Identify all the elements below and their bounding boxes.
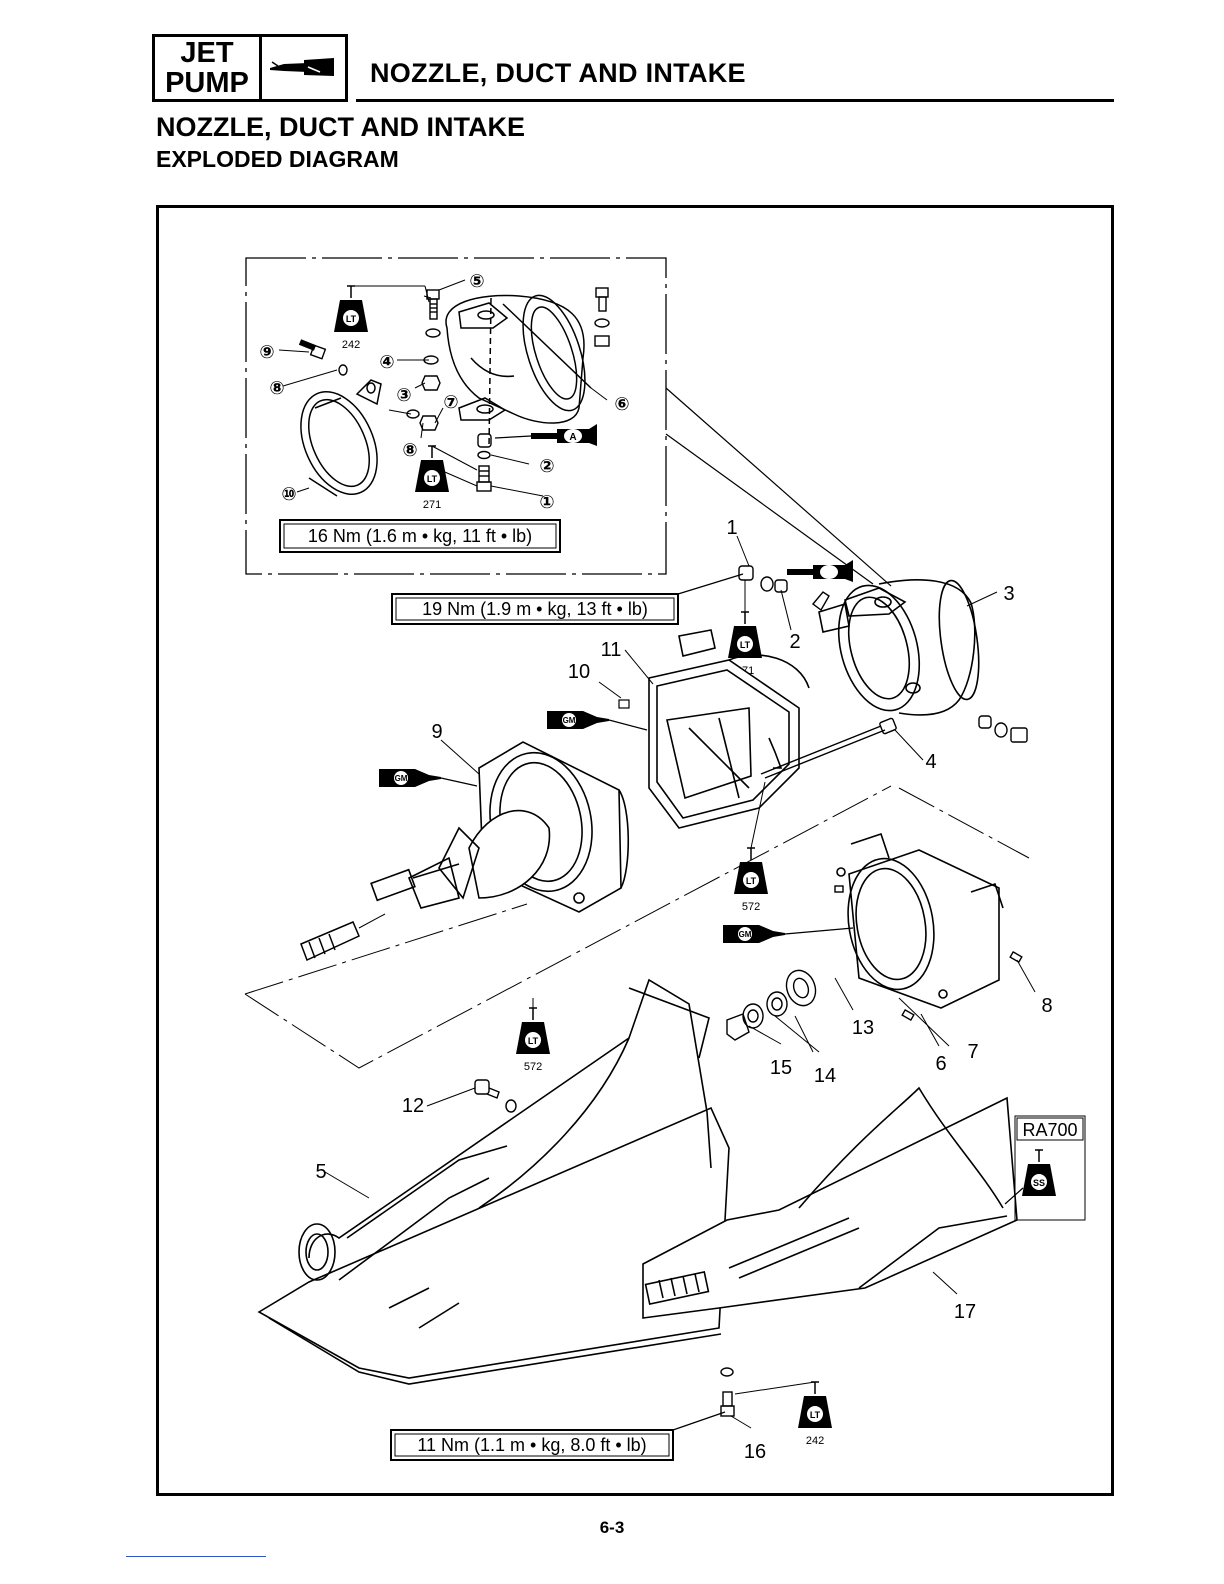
gm-symbol-duct: GM bbox=[547, 711, 609, 729]
section-label-line2: PUMP bbox=[165, 68, 249, 98]
part-label-12: 12 bbox=[402, 1095, 424, 1117]
part-nozzle bbox=[819, 576, 985, 719]
a-grease-symbol-nozzle: A bbox=[787, 560, 853, 582]
torque-spec-intake: 11 Nm (1.1 m • kg, 8.0 ft • lb) bbox=[391, 1430, 673, 1460]
part-label-11: 11 bbox=[601, 639, 622, 661]
svg-text:LT: LT bbox=[346, 314, 357, 324]
part-intake-duct bbox=[259, 980, 729, 1384]
svg-text:572: 572 bbox=[742, 901, 760, 913]
svg-text:11 Nm (1.1 m • kg, 8.0 ft • lb: 11 Nm (1.1 m • kg, 8.0 ft • lb) bbox=[417, 1435, 646, 1455]
lt-symbol-242-detail: LT 242 bbox=[334, 286, 368, 351]
detail-callout-9: ⑨ bbox=[259, 342, 274, 362]
lt-symbol-572-intake: LT 572 bbox=[516, 1008, 550, 1073]
part-label-4: 4 bbox=[925, 751, 936, 773]
page-subtitle: EXPLODED DIAGRAM bbox=[156, 146, 399, 173]
part-intake-housing bbox=[837, 834, 1003, 1008]
svg-text:GM: GM bbox=[563, 716, 576, 725]
ss-symbol: SS bbox=[1022, 1150, 1056, 1196]
svg-text:242: 242 bbox=[806, 1435, 824, 1447]
svg-text:19 Nm (1.9 m • kg, 13 ft • lb): 19 Nm (1.9 m • kg, 13 ft • lb) bbox=[422, 599, 648, 619]
detail-callout-5: ⑤ bbox=[469, 271, 484, 291]
svg-text:572: 572 bbox=[524, 1061, 542, 1073]
part-label-17: 17 bbox=[954, 1301, 976, 1323]
svg-text:GM: GM bbox=[739, 930, 752, 939]
lt-symbol-242-grate: LT 242 bbox=[798, 1382, 832, 1447]
section-badge: JET PUMP bbox=[152, 34, 348, 102]
detail-callout-10: ⑩ bbox=[281, 484, 296, 504]
svg-text:242: 242 bbox=[342, 339, 360, 351]
detail-callout-8a: ⑧ bbox=[269, 378, 284, 398]
detail-callout-6: ⑥ bbox=[614, 394, 629, 414]
section-label-line1: JET bbox=[180, 38, 233, 68]
lt-symbol-572-bolt: LT 572 bbox=[734, 848, 768, 913]
part-label-3: 3 bbox=[1003, 583, 1014, 605]
part-label-8: 8 bbox=[1041, 995, 1052, 1017]
part-label-6: 6 bbox=[935, 1053, 946, 1075]
svg-text:16 Nm (1.6 m • kg, 11 ft • lb): 16 Nm (1.6 m • kg, 11 ft • lb) bbox=[308, 526, 532, 546]
detail-callout-7: ⑦ bbox=[443, 392, 458, 412]
part-label-5: 5 bbox=[315, 1161, 326, 1183]
part-label-13: 13 bbox=[852, 1017, 874, 1039]
part-label-10: 10 bbox=[568, 661, 590, 683]
svg-text:LT: LT bbox=[740, 640, 751, 650]
a-grease-symbol-detail: A bbox=[531, 424, 597, 446]
part-label-16: 16 bbox=[744, 1441, 766, 1463]
gm-symbol-intake: GM bbox=[723, 925, 785, 943]
part-label-1: 1 bbox=[726, 517, 737, 539]
svg-text:GM: GM bbox=[395, 774, 408, 783]
lt-symbol-271-detail: LT 271 bbox=[415, 446, 449, 511]
model-label: RA700 bbox=[1022, 1120, 1077, 1140]
detail-nozzle-housing bbox=[446, 288, 597, 448]
part-duct bbox=[649, 630, 809, 828]
part-label-15: 15 bbox=[770, 1057, 792, 1079]
detail-steering-ring bbox=[286, 380, 392, 506]
header-title: NOZZLE, DUCT AND INTAKE bbox=[370, 58, 746, 89]
part-drive-shaft bbox=[301, 922, 359, 960]
part-label-2: 2 bbox=[789, 631, 800, 653]
part-label-14: 14 bbox=[814, 1065, 836, 1087]
part-impeller bbox=[371, 811, 549, 908]
svg-text:LT: LT bbox=[528, 1036, 539, 1046]
svg-text:LT: LT bbox=[427, 474, 438, 484]
detail-callout-4: ④ bbox=[379, 352, 394, 372]
header-rule bbox=[356, 99, 1114, 102]
svg-text:LT: LT bbox=[746, 876, 757, 886]
detail-inset: LT 242 LT 271 A ① ② ③ ④ ⑤ ⑥ ⑦ ⑧ ⑧ ⑨ bbox=[246, 258, 891, 586]
grate-bolt-16 bbox=[721, 1368, 734, 1416]
part-label-7: 7 bbox=[967, 1041, 978, 1063]
svg-text:SS: SS bbox=[1033, 1178, 1045, 1188]
part-label-9: 9 bbox=[431, 721, 442, 743]
svg-text:A: A bbox=[569, 432, 576, 443]
gm-symbol-impeller: GM bbox=[379, 769, 441, 787]
torque-spec-detail: 16 Nm (1.6 m • kg, 11 ft • lb) bbox=[280, 520, 560, 552]
page-title: NOZZLE, DUCT AND INTAKE bbox=[156, 112, 525, 143]
diagram-frame: LT 242 LT 271 A ① ② ③ ④ ⑤ ⑥ ⑦ ⑧ ⑧ ⑨ bbox=[156, 205, 1114, 1496]
jet-pump-icon bbox=[262, 37, 345, 99]
footer-rule bbox=[126, 1556, 266, 1557]
svg-text:A: A bbox=[825, 568, 832, 579]
detail-callout-2: ② bbox=[539, 456, 554, 476]
section-label: JET PUMP bbox=[155, 37, 262, 99]
detail-callout-8b: ⑧ bbox=[402, 440, 417, 460]
detail-callout-3: ③ bbox=[396, 385, 411, 405]
exploded-diagram: LT 242 LT 271 A ① ② ③ ④ ⑤ ⑥ ⑦ ⑧ ⑧ ⑨ bbox=[159, 208, 1111, 1493]
intake-bolt-12 bbox=[475, 1080, 516, 1112]
torque-spec-nozzle: 19 Nm (1.9 m • kg, 13 ft • lb) bbox=[392, 594, 678, 624]
detail-callout-1: ① bbox=[539, 492, 554, 512]
svg-text:LT: LT bbox=[810, 1410, 821, 1420]
page-number: 6-3 bbox=[0, 1518, 1224, 1538]
svg-text:271: 271 bbox=[423, 499, 441, 511]
